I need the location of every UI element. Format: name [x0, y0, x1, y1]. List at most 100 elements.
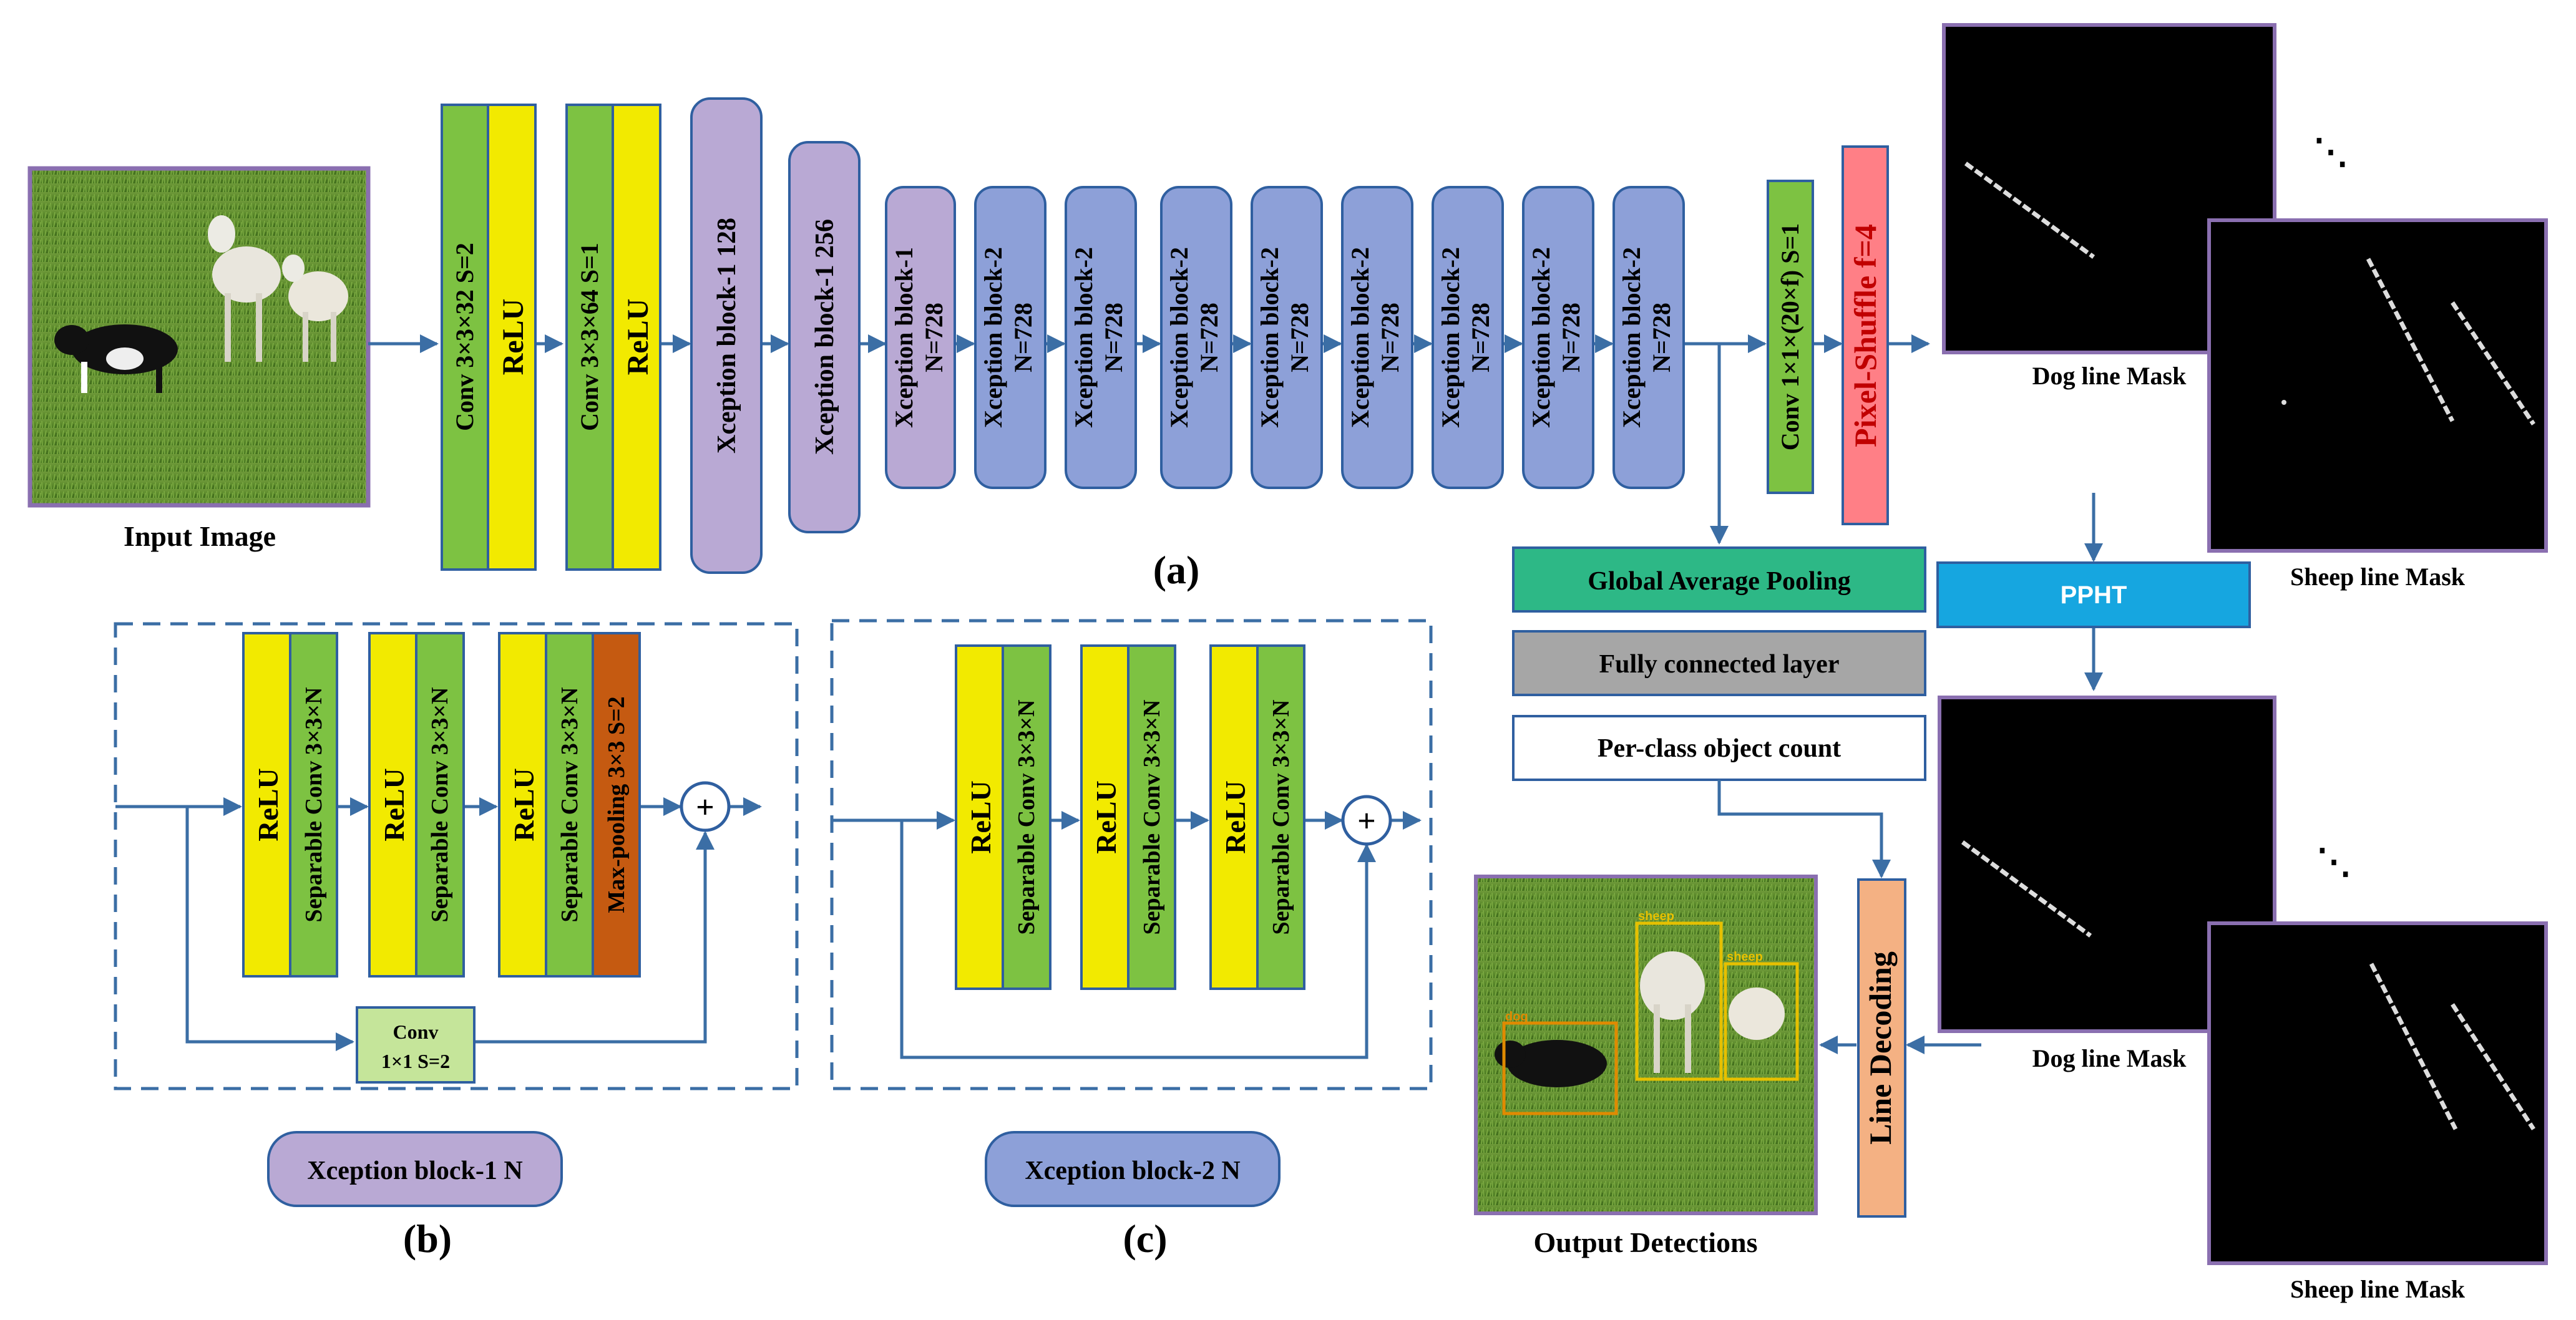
svg-text:sheep: sheep — [1638, 910, 1674, 923]
svg-text:PPHT: PPHT — [2061, 581, 2127, 609]
svg-text:Fully connected layer: Fully connected layer — [1599, 650, 1840, 679]
svg-text:Xception block-2: Xception block-2 — [1256, 247, 1284, 428]
panel-c-plus-node: + — [1341, 795, 1392, 846]
input-image — [27, 166, 371, 508]
xception-block-2-4: Xception block-2 N=728 — [1251, 186, 1323, 489]
conv1-block: Conv 3×3×32 S=2 ReLU — [441, 104, 537, 571]
ellipsis-top: ⋱ — [2313, 133, 2348, 172]
panel-b-relu-sep-2: ReLU Separable Conv 3×3×N — [368, 632, 465, 978]
svg-text:Xception block-2: Xception block-2 — [1346, 247, 1374, 428]
svg-text:N=728: N=728 — [1286, 303, 1314, 372]
xception-block-2-2: Xception block-2 N=728 — [1065, 186, 1137, 489]
svg-text:ReLU: ReLU — [252, 768, 284, 842]
panel-c-frame — [830, 619, 1433, 1090]
svg-text:ReLU: ReLU — [1090, 780, 1122, 854]
svg-text:N=728: N=728 — [1466, 303, 1495, 372]
xception-block-2-1: Xception block-2 N=728 — [974, 186, 1046, 489]
svg-text:+: + — [1357, 803, 1376, 839]
svg-text:dog: dog — [1505, 1010, 1528, 1024]
svg-text:Xception block-2: Xception block-2 — [1527, 247, 1555, 428]
svg-text:ReLU: ReLU — [622, 299, 655, 376]
svg-text:Separable Conv 3×3×N: Separable Conv 3×3×N — [1139, 700, 1165, 935]
panel-b-relu-sep-1: ReLU Separable Conv 3×3×N — [242, 632, 338, 978]
panel-c-label: (c) — [1123, 1216, 1167, 1261]
panel-b-skip-conv: Conv 1×1 S=2 — [356, 1006, 476, 1084]
xception-block-2-8: Xception block-2 N=728 — [1612, 186, 1685, 489]
svg-text:Separable Conv 3×3×N: Separable Conv 3×3×N — [1268, 700, 1294, 935]
svg-text:Xception block-1 128: Xception block-1 128 — [713, 218, 741, 454]
svg-text:Conv 1×1×(20×f) S=1: Conv 1×1×(20×f) S=1 — [1776, 223, 1804, 451]
fc-block: Fully connected layer — [1512, 630, 1926, 696]
svg-text:Xception block-2: Xception block-2 — [1617, 247, 1646, 428]
gap-block: Global Average Pooling — [1512, 546, 1926, 613]
svg-text:ReLU: ReLU — [508, 768, 540, 842]
svg-text:N=728: N=728 — [920, 303, 948, 372]
svg-text:N=728: N=728 — [1557, 303, 1585, 372]
svg-text:Xception block-2 N: Xception block-2 N — [1025, 1157, 1240, 1185]
count-block: Per-class object count — [1512, 715, 1926, 781]
ppht-block: PPHT — [1936, 561, 2251, 628]
sheep-line-mask-bottom-caption: Sheep line Mask — [2290, 1275, 2466, 1303]
svg-text:Conv 3×3×64 S=1: Conv 3×3×64 S=1 — [575, 243, 603, 431]
svg-text:Separable Conv 3×3×N: Separable Conv 3×3×N — [1013, 700, 1040, 935]
svg-text:Conv 3×3×32 S=2: Conv 3×3×32 S=2 — [451, 243, 479, 431]
panel-c-tag: Xception block-2 N — [985, 1131, 1281, 1207]
svg-text:Global Average Pooling: Global Average Pooling — [1588, 567, 1851, 596]
output-detections-caption: Output Detections — [1533, 1226, 1757, 1258]
panel-b-plus-node: + — [680, 781, 731, 832]
conv-head-block: Conv 1×1×(20×f) S=1 — [1767, 180, 1814, 494]
panel-b-relu-sep-pool: ReLU Separable Conv 3×3×N Max-pooling 3×… — [498, 632, 641, 978]
svg-text:Xception block-1 256: Xception block-1 256 — [811, 219, 839, 455]
xception-block-2-5: Xception block-2 N=728 — [1341, 186, 1413, 489]
xception-block-1-728: Xception block-1 N=728 — [885, 186, 956, 489]
sheep-line-mask-top-caption: Sheep line Mask — [2290, 563, 2466, 591]
conv2-block: Conv 3×3×64 S=1 ReLU — [565, 104, 661, 571]
line-decoding-block: Line Decoding — [1857, 878, 1906, 1218]
panel-a-label: (a) — [1153, 548, 1200, 592]
svg-text:Xception block-2: Xception block-2 — [1165, 247, 1193, 428]
panel-c-relu-sep-2: ReLU Separable Conv 3×3×N — [1080, 644, 1176, 990]
svg-text:Per-class object count: Per-class object count — [1598, 734, 1841, 763]
svg-text:Xception block-2: Xception block-2 — [1437, 247, 1465, 428]
pixel-shuffle-block: Pixel-Shuffle f=4 — [1842, 145, 1889, 525]
svg-text:ReLU: ReLU — [965, 780, 997, 854]
svg-text:Xception block-1: Xception block-1 — [890, 247, 918, 428]
panel-b-label: (b) — [403, 1216, 452, 1261]
xception-block-1-128: Xception block-1 128 — [690, 97, 763, 574]
panel-b-frame — [114, 622, 799, 1090]
input-image-caption: Input Image — [124, 520, 276, 552]
svg-text:1×1 S=2: 1×1 S=2 — [381, 1050, 450, 1072]
svg-text:ReLU: ReLU — [378, 768, 410, 842]
panel-c-arrows — [832, 811, 1422, 1059]
svg-text:Conv: Conv — [393, 1021, 439, 1043]
svg-text:+: + — [696, 790, 715, 825]
dog-line-mask-bottom-caption: Dog line Mask — [2032, 1044, 2187, 1072]
output-detections-image: sheep sheep dog — [1474, 875, 1818, 1215]
svg-text:N=728: N=728 — [1647, 303, 1676, 372]
xception-block-1-256: Xception block-1 256 — [788, 141, 861, 533]
svg-text:ReLU: ReLU — [497, 299, 530, 376]
svg-text:Max-pooling 3×3 S=2: Max-pooling 3×3 S=2 — [603, 696, 630, 913]
panel-b-arrows — [115, 797, 762, 1051]
svg-text:sheep: sheep — [1727, 950, 1763, 964]
svg-text:N=728: N=728 — [1009, 303, 1037, 372]
sheep-line-mask-top — [2207, 218, 2548, 553]
svg-text:Separable Conv 3×3×N: Separable Conv 3×3×N — [557, 687, 583, 923]
main-flow-arrows — [368, 334, 1930, 545]
panel-c-relu-sep-1: ReLU Separable Conv 3×3×N — [955, 644, 1051, 990]
svg-text:Separable Conv 3×3×N: Separable Conv 3×3×N — [301, 687, 327, 923]
panel-b-tag: Xception block-1 N — [267, 1131, 563, 1207]
svg-text:Xception block-1 N: Xception block-1 N — [307, 1157, 522, 1185]
panel-c-relu-sep-3: ReLU Separable Conv 3×3×N — [1209, 644, 1305, 990]
xception-block-2-3: Xception block-2 N=728 — [1160, 186, 1232, 489]
xception-block-2-7: Xception block-2 N=728 — [1522, 186, 1594, 489]
count-to-decoding-arrow — [1717, 780, 1981, 1054]
svg-text:Pixel-Shuffle f=4: Pixel-Shuffle f=4 — [1848, 224, 1883, 447]
xception-block-2-6: Xception block-2 N=728 — [1432, 186, 1504, 489]
svg-text:N=728: N=728 — [1100, 303, 1128, 372]
sheep-line-mask-bottom — [2207, 921, 2548, 1265]
svg-text:Line Decoding: Line Decoding — [1863, 951, 1898, 1145]
svg-text:Xception block-2: Xception block-2 — [979, 247, 1007, 428]
svg-text:N=728: N=728 — [1376, 303, 1404, 372]
